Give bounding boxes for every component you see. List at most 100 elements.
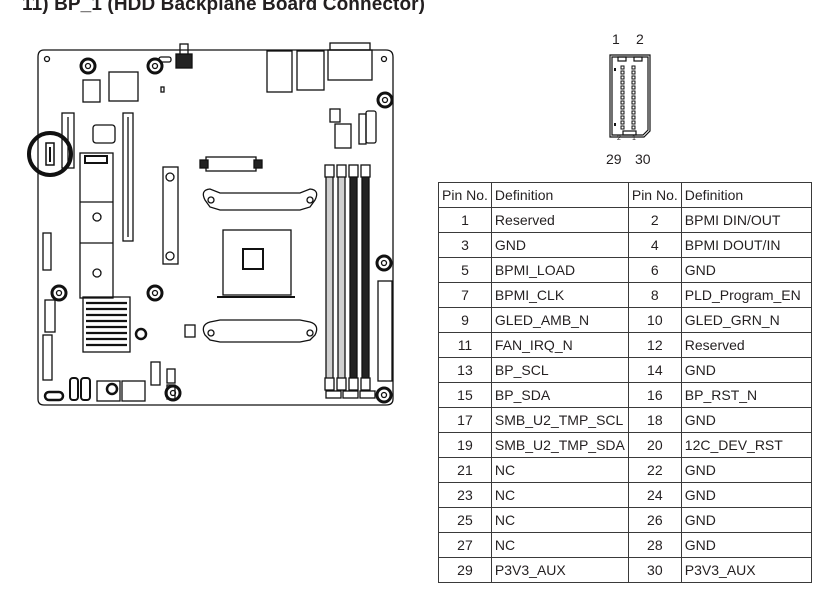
pin-definition: BPMI_LOAD [490,257,629,283]
pin-number: 15 [438,382,492,408]
sata-connector [365,110,377,144]
column-header-definition: Definition [680,182,812,208]
mounting-hole [43,55,51,63]
pin-number: 10 [627,307,682,333]
header [358,113,367,145]
highlight-circle [27,131,73,177]
pin-number: 18 [627,407,682,433]
motherboard-layout-diagram [27,42,394,406]
pin-number: 13 [438,357,492,383]
screw-post [146,57,164,75]
section-title: 11) BP_1 (HDD Backplane Board Connector) [22,0,426,15]
header [166,368,176,384]
pin-number: 16 [627,382,682,408]
pin-definition: SMB_U2_TMP_SDA [490,432,629,458]
screw-post [375,386,393,404]
pin-definition: BP_SCL [490,357,629,383]
header [42,232,52,271]
rear-io-port [266,50,293,93]
connector-mark: 1 [632,135,636,142]
chip [108,71,139,102]
pin-definition: NC [490,457,629,483]
pin-definition: FAN_IRQ_N [490,332,629,358]
pin-definition: P3V3_AUX [680,557,812,583]
dimm-slot [348,164,359,391]
pin-definition: GND [680,507,812,533]
pin-definition: GND [680,407,812,433]
column-header-pin-no: Pin No. [627,182,682,208]
pin-number: 4 [627,232,682,258]
chip [121,380,146,402]
pin-number: 20 [627,432,682,458]
pin-number: 3 [438,232,492,258]
pin-number: 14 [627,357,682,383]
pin-number: 2 [627,207,682,233]
pin-number: 5 [438,257,492,283]
sata-connector [69,377,79,401]
pin-number: 6 [627,257,682,283]
pin-number: 21 [438,457,492,483]
retention-bracket [202,188,318,211]
screw-post [105,382,119,396]
retention-bracket [202,319,318,343]
connector-outline [609,54,651,138]
pin-number: 29 [438,557,492,583]
pin-label-30: 30 [635,151,651,167]
pcie-slot [122,112,134,242]
pin-number: 22 [627,457,682,483]
pin-definition: SMB_U2_TMP_SCL [490,407,629,433]
pin-number: 17 [438,407,492,433]
pin-number: 12 [627,332,682,358]
dimm-slot [336,164,347,391]
screw-post [146,284,164,302]
pin-number: 26 [627,507,682,533]
pin-definition: BP_SDA [490,382,629,408]
pin-number: 27 [438,532,492,558]
screw-post [375,254,393,272]
pin-definition: GND [490,232,629,258]
pin-definition: GND [680,257,812,283]
usb-connector [43,390,65,402]
column-header-definition: Definition [490,182,629,208]
pin-definition: BPMI DIN/OUT [680,207,812,233]
vga-port [327,49,373,81]
pin-definition: NC [490,507,629,533]
pin-definition: GLED_AMB_N [490,307,629,333]
header [44,299,56,333]
pin-definition: GND [680,482,812,508]
pin-number: 23 [438,482,492,508]
rear-io-port [296,50,325,91]
bp1-connector-marker [45,142,55,166]
table-header-row: Pin No. Definition Pin No. Definition [438,182,812,208]
pin-definition: BPMI_CLK [490,282,629,308]
pin-number: 1 [438,207,492,233]
pin-definition: NC [490,482,629,508]
pin-definition: GND [680,357,812,383]
pin-definition: 12C_DEV_RST [680,432,812,458]
pin-number: 8 [627,282,682,308]
fan-header [342,390,359,399]
pin-number: 11 [438,332,492,358]
board-outline [37,49,394,406]
chip [82,79,101,103]
pin-definition: BPMI DOUT/IN [680,232,812,258]
m2-connector [92,124,116,144]
connector [205,156,257,172]
column-header-pin-no: Pin No. [438,182,492,208]
pin-definition: P3V3_AUX [490,557,629,583]
pin-number: 9 [438,307,492,333]
header [329,108,341,123]
fan-header [325,390,342,399]
